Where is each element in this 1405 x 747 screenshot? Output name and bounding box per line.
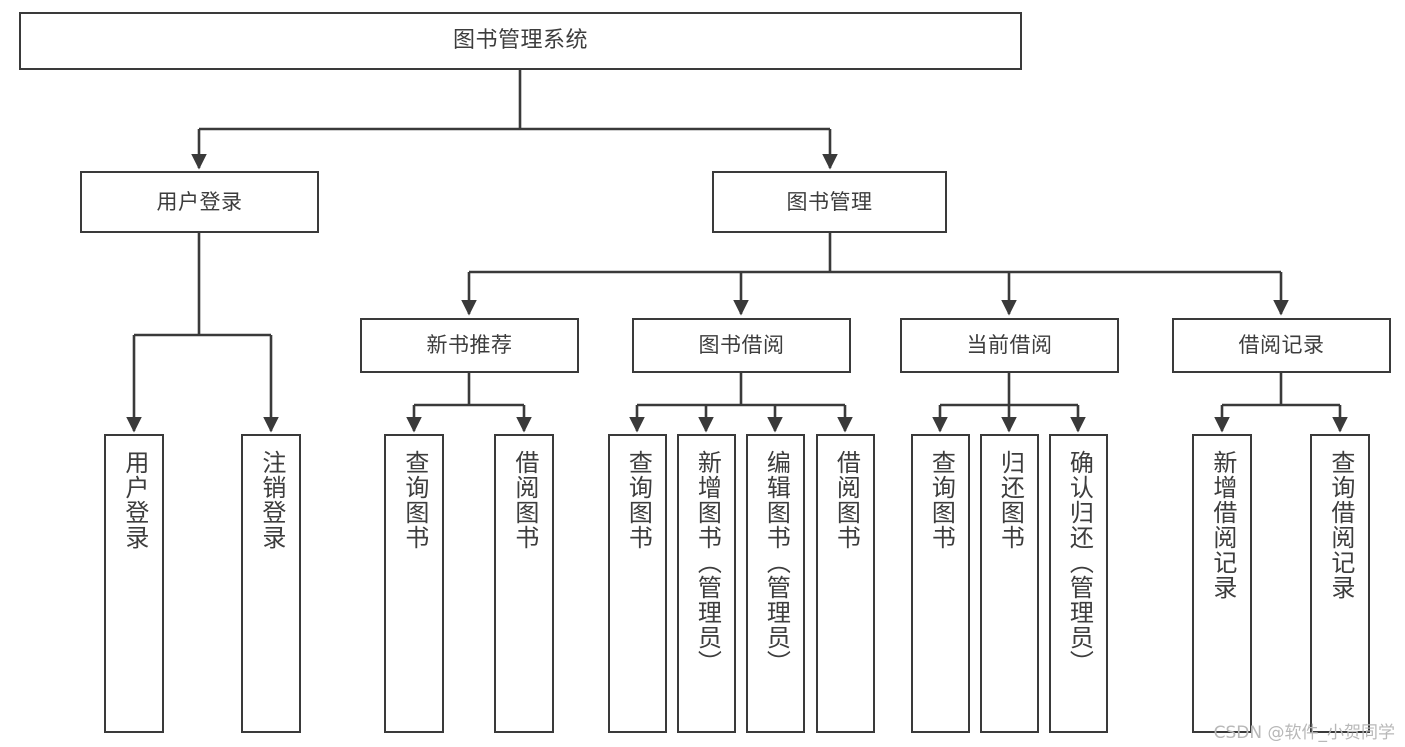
node-current-borrow-label: 当前借阅: [966, 333, 1053, 358]
node-leaf-user-login[interactable]: 用户登录: [104, 434, 164, 733]
node-user-login-label: 用户登录: [156, 189, 243, 214]
node-user-login[interactable]: 用户登录: [80, 171, 319, 233]
node-leaf-confirm-return[interactable]: 确认归还（管理员）: [1049, 434, 1108, 733]
node-leaf-add-record[interactable]: 新增借阅记录: [1192, 434, 1252, 733]
node-leaf-query-book-2[interactable]: 查询图书: [608, 434, 667, 733]
node-book-manage-label: 图书管理: [786, 189, 873, 214]
node-book-borrow[interactable]: 图书借阅: [632, 318, 851, 373]
node-leaf-query-book-2-label: 查询图书: [624, 450, 653, 550]
node-leaf-add-book[interactable]: 新增图书（管理员）: [677, 434, 736, 733]
node-leaf-borrow-book-2[interactable]: 借阅图书: [816, 434, 875, 733]
node-leaf-return-book-label: 归还图书: [996, 450, 1025, 550]
node-leaf-borrow-book-1-label: 借阅图书: [510, 450, 539, 550]
node-leaf-query-record-label: 查询借阅记录: [1326, 450, 1355, 600]
node-borrow-record[interactable]: 借阅记录: [1172, 318, 1391, 373]
node-leaf-query-book-3[interactable]: 查询图书: [911, 434, 970, 733]
node-new-book-recommend-label: 新书推荐: [426, 333, 513, 358]
node-borrow-record-label: 借阅记录: [1238, 333, 1325, 358]
node-leaf-logout-login-label: 注销登录: [257, 450, 286, 550]
node-root[interactable]: 图书管理系统: [19, 12, 1022, 70]
node-leaf-user-login-label: 用户登录: [120, 450, 149, 550]
node-leaf-query-book-1-label: 查询图书: [400, 450, 429, 550]
node-leaf-add-record-label: 新增借阅记录: [1208, 450, 1237, 600]
node-leaf-query-record[interactable]: 查询借阅记录: [1310, 434, 1370, 733]
node-leaf-query-book-3-label: 查询图书: [927, 450, 956, 550]
node-leaf-add-book-label: 新增图书（管理员）: [693, 450, 722, 675]
node-leaf-logout-login[interactable]: 注销登录: [241, 434, 301, 733]
node-current-borrow[interactable]: 当前借阅: [900, 318, 1119, 373]
node-book-borrow-label: 图书借阅: [698, 333, 785, 358]
node-new-book-recommend[interactable]: 新书推荐: [360, 318, 579, 373]
node-leaf-edit-book-label: 编辑图书（管理员）: [762, 450, 791, 675]
node-leaf-confirm-return-label: 确认归还（管理员）: [1065, 450, 1094, 675]
node-leaf-return-book[interactable]: 归还图书: [980, 434, 1039, 733]
node-leaf-borrow-book-2-label: 借阅图书: [832, 450, 861, 550]
node-leaf-edit-book[interactable]: 编辑图书（管理员）: [746, 434, 805, 733]
node-leaf-borrow-book-1[interactable]: 借阅图书: [494, 434, 554, 733]
node-leaf-query-book-1[interactable]: 查询图书: [384, 434, 444, 733]
node-root-label: 图书管理系统: [452, 28, 588, 54]
watermark: CSDN @软件_小贺同学: [1213, 723, 1395, 743]
node-book-manage[interactable]: 图书管理: [712, 171, 947, 233]
